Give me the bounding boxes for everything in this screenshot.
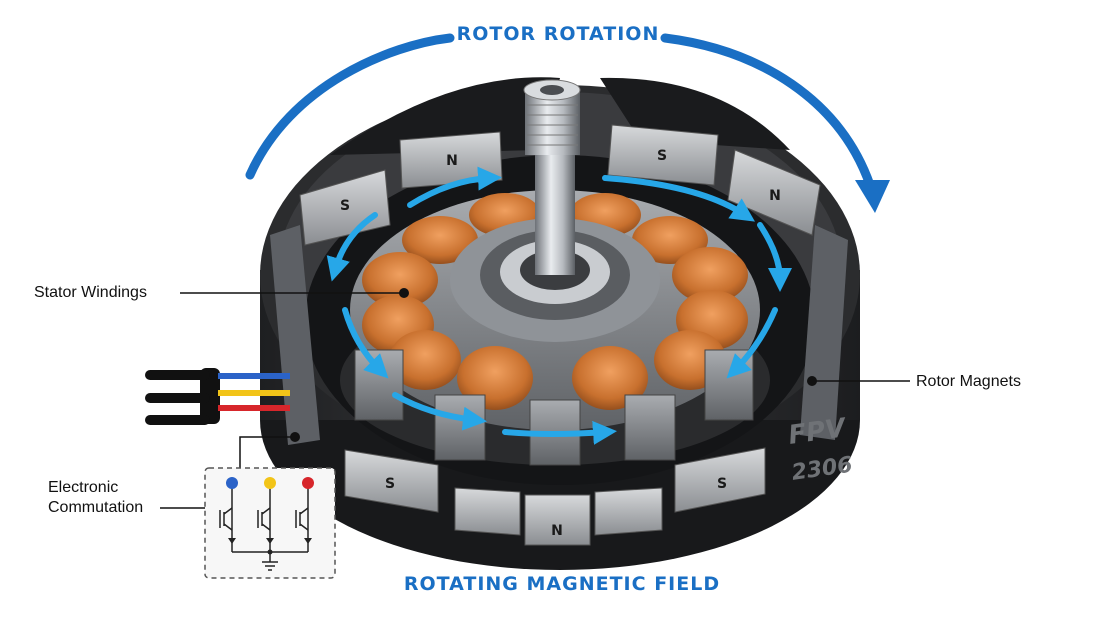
field-arrow-lower-right — [726, 307, 778, 379]
stator-windings-label: Stator Windings — [34, 284, 147, 301]
field-arrow-left — [326, 212, 378, 282]
rotor-magnets-label: Rotor Magnets — [916, 373, 1021, 390]
stator-windings-dot — [399, 288, 409, 298]
field-arrow-lower-left — [342, 307, 389, 379]
motor-shaft — [523, 79, 581, 275]
rotor-rotation-label: ROTOR ROTATION — [457, 23, 660, 45]
motor-wires — [145, 368, 290, 425]
magnet-top-left: S — [340, 198, 350, 214]
magnet-bottom-right: S — [717, 476, 727, 492]
electronic-commutation-label-line-2: Commutation — [48, 499, 144, 516]
magnet-top-far-right: N — [769, 188, 781, 204]
magnet-top-mid: N — [446, 153, 458, 169]
commutation-dot — [290, 432, 300, 442]
rotor-magnets-bottom: S N S — [344, 447, 766, 546]
field-arrow-bottom-mid — [502, 420, 617, 445]
rotor-magnets-dot — [807, 376, 817, 386]
field-arrow-right — [757, 222, 792, 292]
field-arrow-bottom-left — [392, 392, 487, 431]
rotor-magnets-top: S N S N — [299, 124, 821, 246]
magnet-top-right: S — [657, 148, 667, 164]
rotating-field-arrows — [326, 166, 792, 445]
rotating-field-label: ROTATING MAGNETIC FIELD — [404, 573, 720, 595]
electronic-commutation-label-line-1: Electronic — [48, 479, 119, 496]
magnet-bottom-mid: N — [551, 523, 563, 539]
commutation-connector — [239, 436, 292, 468]
ground-symbol-icon — [262, 552, 278, 571]
rotor-rotation-arrow — [245, 33, 875, 190]
field-arrow-top-right — [602, 175, 755, 222]
magnet-bottom-left: S — [385, 476, 395, 492]
field-arrow-top-left — [407, 166, 502, 208]
rotor-rotation-arrowhead — [855, 180, 890, 213]
mosfet-bridge-schematic-icon — [204, 467, 336, 579]
